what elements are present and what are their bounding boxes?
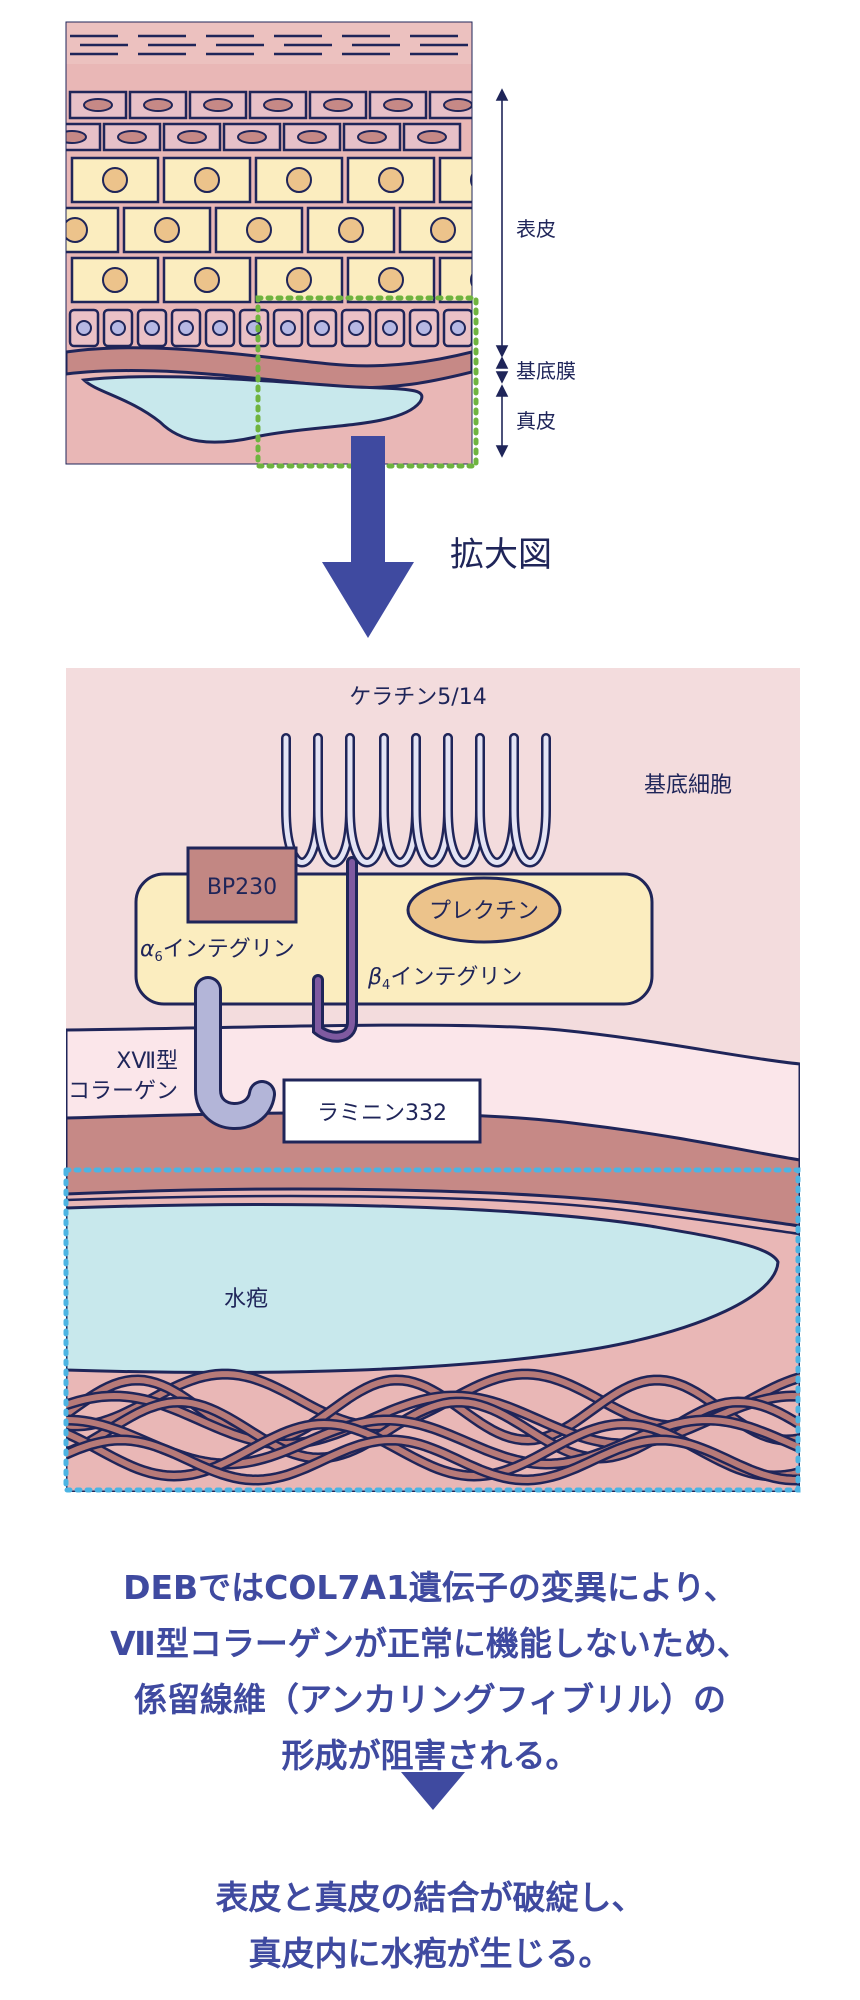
- spinous-nucleus: [246, 217, 272, 243]
- corneum-lines: [70, 34, 468, 56]
- result-caption: 表皮と真皮の結合が破綻し、 真皮内に水疱が生じる。: [0, 1870, 860, 1982]
- spinous-nucleus: [563, 268, 587, 292]
- beta4-integrin-shape: [312, 856, 358, 1043]
- granular-nucleus: [66, 130, 87, 144]
- spinous-nucleus: [194, 167, 220, 193]
- result-line-2: 真皮内に水疱が生じる。: [248, 1934, 612, 1973]
- label-dermis: 真皮: [516, 409, 556, 433]
- granular-layer-cells: [66, 90, 472, 152]
- granular-nucleus: [417, 130, 447, 144]
- label-blister: 水疱: [224, 1287, 268, 1312]
- label-laminin: ラミニン332: [317, 1101, 447, 1126]
- spinous-cell: [532, 258, 618, 302]
- collagen-xvii-shape: [194, 976, 276, 1130]
- basal-nucleus: [110, 320, 126, 336]
- spinous-nucleus: [154, 217, 180, 243]
- label-bp230: BP230: [207, 875, 277, 900]
- spinous-layer-cells: [66, 156, 618, 304]
- keratin-filaments: [281, 733, 551, 868]
- granular-nucleus: [83, 98, 113, 112]
- result-line-1: 表皮と真皮の結合が破綻し、: [215, 1878, 645, 1917]
- mechanism-caption: DEBではCOL7A1遺伝子の変異により、 Ⅶ型コラーゲンが正常に機能しないため…: [0, 1560, 860, 1784]
- spinous-cell: [254, 156, 344, 204]
- overview-basement-membrane: [66, 346, 472, 390]
- spinous-nucleus: [102, 267, 128, 293]
- granular-nucleus: [177, 130, 207, 144]
- granular-nucleus: [237, 130, 267, 144]
- granular-nucleus: [443, 98, 472, 112]
- granular-cell: [368, 90, 428, 120]
- spinous-nucleus: [563, 168, 587, 192]
- basal-nucleus: [178, 320, 194, 336]
- granular-nucleus: [297, 130, 327, 144]
- basal-nucleus: [450, 320, 466, 336]
- spinous-nucleus: [378, 167, 404, 193]
- basal-nucleus: [280, 320, 296, 336]
- label-keratin: ケラチン5/14: [349, 685, 486, 710]
- spinous-cell: [438, 256, 472, 304]
- spinous-cell: [306, 206, 396, 254]
- granular-nucleus: [263, 98, 293, 112]
- spinous-nucleus: [286, 267, 312, 293]
- basal-nucleus: [144, 320, 160, 336]
- basal-nucleus: [348, 320, 364, 336]
- granular-cell: [162, 122, 222, 152]
- collagen-fiber: [66, 1436, 800, 1484]
- keratin-loop: [511, 735, 549, 865]
- plectin-ellipse: [406, 876, 562, 944]
- spinous-nucleus: [194, 267, 220, 293]
- overview-brackets: [495, 88, 509, 458]
- overview-skin-section: [66, 22, 618, 464]
- caption-line-1: DEBではCOL7A1遺伝子の変異により、: [123, 1568, 737, 1607]
- granular-nucleus: [117, 130, 147, 144]
- spinous-nucleus: [430, 217, 456, 243]
- collagen-fiber: [66, 1392, 800, 1448]
- granular-nucleus: [143, 98, 173, 112]
- caption-line-2: Ⅶ型コラーゲンが正常に機能しないため、: [110, 1624, 750, 1663]
- detail-blister: [66, 1203, 780, 1374]
- zoom-arrow: [322, 436, 414, 638]
- label-epidermis: 表皮: [516, 217, 556, 241]
- label-basal-cell: 基底細胞: [644, 773, 732, 798]
- spinous-cell: [254, 256, 344, 304]
- basal-nucleus: [314, 320, 330, 336]
- detail-section: [66, 668, 800, 1492]
- result-arrow-icon: [401, 1772, 465, 1810]
- dermal-collagen-fibers: [66, 1368, 800, 1486]
- label-collagen-line2: コラーゲン: [68, 1079, 178, 1104]
- blister-region-marker: [63, 1167, 801, 1493]
- spinous-nucleus: [102, 167, 128, 193]
- dermis-upper-line: [66, 1194, 800, 1236]
- bp230-box: [186, 846, 298, 924]
- caption-line-4: 形成が阻害される。: [281, 1736, 579, 1775]
- basal-nucleus: [382, 320, 398, 336]
- granular-nucleus: [383, 98, 413, 112]
- granular-nucleus: [203, 98, 233, 112]
- spinous-nucleus: [338, 217, 364, 243]
- caption-line-3: 係留線維（アンカリングフィブリル）の: [133, 1680, 727, 1719]
- laminin-box: [282, 1078, 482, 1144]
- basal-nucleus: [76, 320, 92, 336]
- spinous-nucleus: [286, 167, 312, 193]
- granular-nucleus: [357, 130, 387, 144]
- spinous-nucleus: [470, 173, 472, 187]
- label-beta4-integrin: β4インテグリン: [367, 965, 522, 993]
- label-plectin: プレクチン: [429, 899, 539, 924]
- spinous-nucleus: [470, 273, 472, 287]
- spinous-cell: [532, 158, 618, 202]
- granular-nucleus: [323, 98, 353, 112]
- spinous-cell: [438, 156, 472, 204]
- spinous-nucleus: [66, 217, 88, 243]
- overview-blister: [80, 375, 424, 444]
- stratum-corneum: [66, 22, 472, 64]
- spinous-nucleus: [378, 267, 404, 293]
- label-basement-membrane: 基底膜: [516, 359, 576, 383]
- basal-nucleus: [212, 320, 228, 336]
- basal-nucleus: [416, 320, 432, 336]
- zoom-label: 拡大図: [450, 535, 552, 575]
- label-alpha6-integrin: α6インテグリン: [140, 937, 295, 965]
- label-collagen-line1: ⅩⅦ型: [116, 1049, 178, 1074]
- basal-layer-cells: [68, 308, 472, 348]
